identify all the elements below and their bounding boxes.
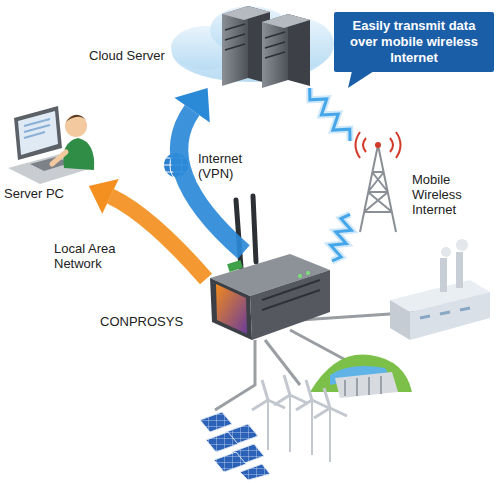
callout-pointer [348, 71, 374, 88]
factory [390, 239, 490, 340]
illustrated-node: Cloud Server [172, 2, 334, 88]
node-label: Mobile Wireless Internet [412, 172, 482, 217]
illustrated-node: Mobile Wireless Internet [350, 128, 406, 236]
node-label: Server PC [4, 186, 64, 201]
pc-workstation [8, 106, 94, 184]
edge-label: Internet (VPN) [196, 150, 260, 182]
server-rack [222, 6, 310, 88]
wind-turbine [252, 375, 347, 462]
callout-text: Easily transmit data over mobile wireles… [342, 18, 486, 66]
solar-panel [200, 412, 270, 480]
radio-tower [356, 132, 401, 232]
node-label: Cloud Server [89, 48, 165, 63]
node-label: CONPROSYS [100, 314, 183, 329]
edge-label: Local Area Network [52, 240, 134, 272]
callout-box: Easily transmit data over mobile wireles… [334, 12, 494, 72]
wireless-link [310, 88, 350, 141]
wireless-link [331, 214, 352, 261]
controller-device [210, 196, 330, 340]
illustrated-node: Server PC [6, 104, 96, 186]
illustrated-node: CONPROSYS [206, 252, 332, 342]
